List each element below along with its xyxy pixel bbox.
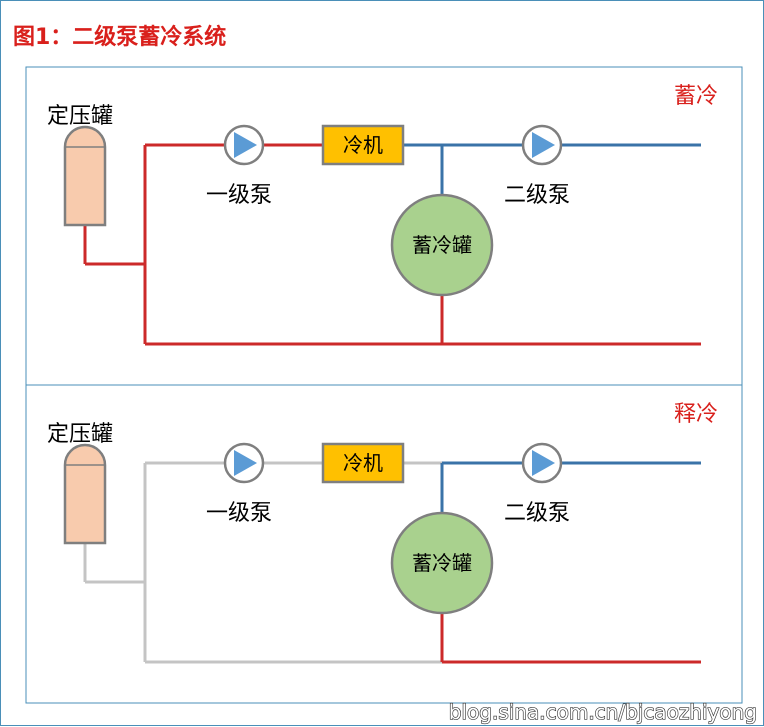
gray-pipe-network: [83, 461, 442, 664]
secondary-pump-icon: [521, 124, 563, 166]
secondary-pump-icon: [521, 442, 563, 484]
storage-tank: [390, 193, 494, 297]
chiller-label: 冷机: [343, 451, 383, 475]
pressure-tank-label: 定压罐: [47, 422, 113, 447]
blue-pipe-network: [403, 143, 701, 195]
figure-title: 图1：二级泵蓄冷系统: [13, 24, 226, 50]
panel-charging-frame: [25, 66, 743, 386]
pressure-tank: [63, 125, 107, 227]
panel-discharging: 释冷 定压罐: [25, 384, 743, 704]
chiller-box: [321, 124, 405, 166]
primary-pump-label: 一级泵: [206, 501, 272, 526]
primary-pump-label: 一级泵: [206, 183, 272, 208]
primary-pump-icon: [223, 124, 265, 166]
watermark: blog.sina.com.cn/bjcaozhiyong: [449, 700, 757, 724]
panel-charging: 蓄冷 定压罐 一级泵 冷机: [25, 66, 743, 386]
panel-discharging-frame: [25, 384, 743, 704]
chiller-label: 冷机: [343, 133, 383, 157]
secondary-pump-label: 二级泵: [504, 183, 570, 208]
pressure-tank-label: 定压罐: [47, 104, 113, 129]
primary-pump-icon: [223, 442, 265, 484]
secondary-pump-label: 二级泵: [504, 501, 570, 526]
chiller-box: [321, 442, 405, 484]
pressure-tank: [63, 443, 107, 545]
panel-discharging-mode-label: 释冷: [674, 402, 718, 427]
storage-tank-label: 蓄冷罐: [412, 233, 472, 257]
blue-pipe-network-discharging: [440, 461, 701, 513]
red-pipe-network: [83, 143, 701, 346]
panel-charging-mode-label: 蓄冷: [674, 84, 718, 109]
storage-tank: [390, 511, 494, 615]
storage-tank-label: 蓄冷罐: [412, 551, 472, 575]
red-pipe-network-discharging: [440, 613, 701, 664]
